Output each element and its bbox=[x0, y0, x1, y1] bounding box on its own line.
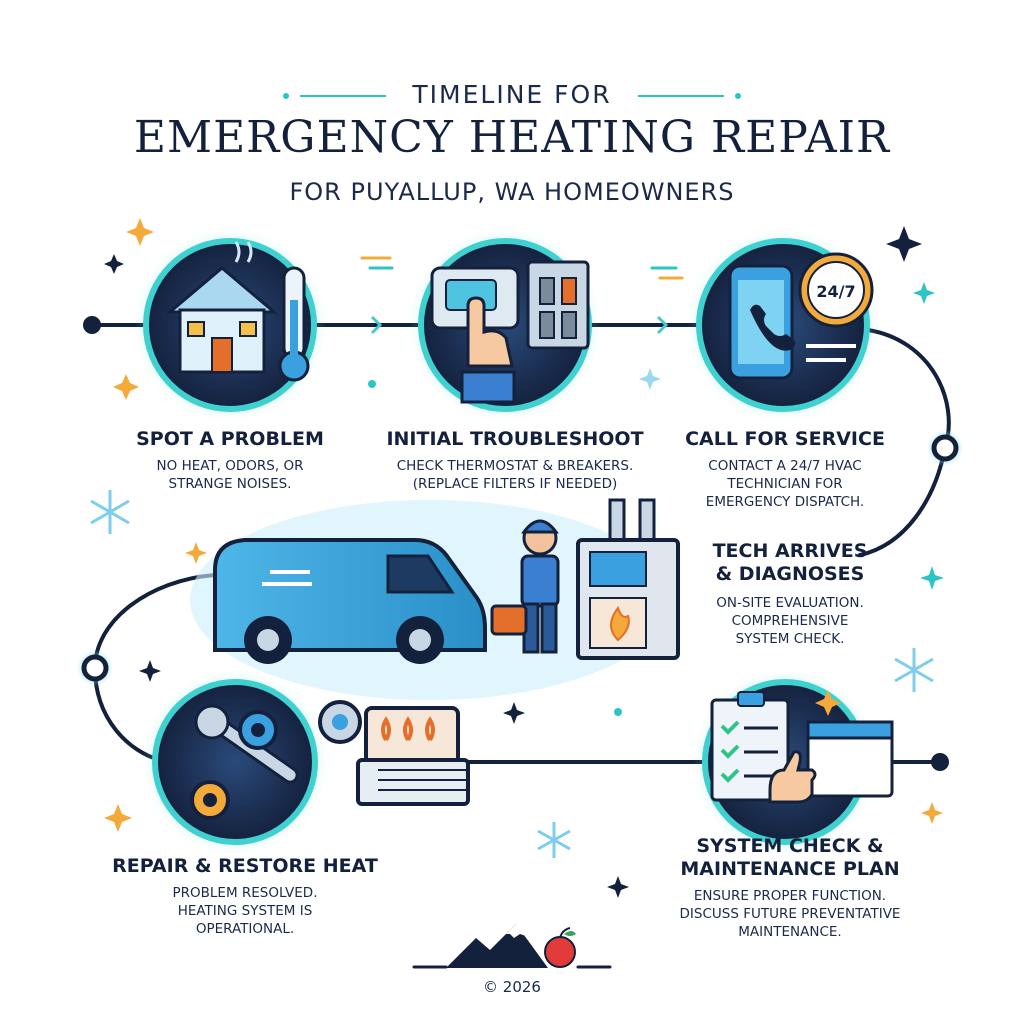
step-description: CONTACT A 24/7 HVAC TECHNICIAN FOR EMERG… bbox=[680, 457, 890, 512]
sparkle-icon bbox=[913, 282, 935, 304]
step-description: ENSURE PROPER FUNCTION. DISCUSS FUTURE P… bbox=[640, 887, 940, 942]
step-description-line: STRANGE NOISES. bbox=[168, 476, 292, 493]
step-6: SYSTEM CHECK & MAINTENANCE PLAN ENSURE P… bbox=[640, 835, 940, 941]
sparkle-icon bbox=[639, 368, 661, 390]
step-title: CALL FOR SERVICE bbox=[685, 428, 885, 450]
step-description-line: HEATING SYSTEM IS bbox=[177, 903, 313, 920]
step-title-line: & DIAGNOSES bbox=[715, 562, 865, 585]
step-title: SPOT A PROBLEM bbox=[136, 428, 324, 450]
header-accents bbox=[283, 93, 741, 99]
decorative-sparkles bbox=[104, 218, 944, 898]
sparkle-icon bbox=[113, 374, 139, 400]
snowflake-icon bbox=[90, 490, 130, 534]
step-description-line: MAINTENANCE. bbox=[738, 924, 842, 941]
decorative-dashes bbox=[360, 256, 684, 969]
wrench-gears-heater-icon bbox=[190, 700, 470, 820]
badge-24-7: 24/7 bbox=[816, 282, 855, 301]
step-description-line: SYSTEM CHECK. bbox=[735, 631, 845, 648]
step-title-line: TECH ARRIVES bbox=[712, 540, 868, 562]
page-subtitle: FOR PUYALLUP, WA HOMEOWNERS bbox=[289, 178, 735, 206]
phone-24-7-icon: 24/7 bbox=[728, 252, 874, 380]
timeline-nodes bbox=[77, 316, 963, 771]
step-description: ON-SITE EVALUATION. COMPREHENSIVE SYSTEM… bbox=[690, 594, 890, 649]
sparkle-icon bbox=[815, 690, 841, 716]
sparkle-icon bbox=[104, 804, 132, 832]
step-description-line: DISCUSS FUTURE PREVENTATIVE bbox=[679, 905, 901, 922]
thermostat-breaker-icon bbox=[430, 260, 590, 404]
step-description-line: ON-SITE EVALUATION. bbox=[716, 594, 864, 611]
step-description-line: OPERATIONAL. bbox=[195, 921, 295, 938]
timeline-node bbox=[81, 654, 109, 682]
sparkle-icon bbox=[920, 566, 944, 590]
step-description-line: EMERGENCY DISPATCH. bbox=[705, 494, 865, 511]
frozen-house-thermometer-icon bbox=[165, 241, 310, 382]
sparkle-icon bbox=[126, 218, 154, 246]
step-description-line: TECHNICIAN FOR bbox=[727, 476, 843, 493]
step-title: SYSTEM CHECK & MAINTENANCE PLAN bbox=[640, 835, 940, 881]
mountain-apple-icon bbox=[446, 924, 576, 968]
sparkle-icon bbox=[185, 542, 207, 564]
header-kicker: TIMELINE FOR bbox=[412, 80, 612, 109]
sparkle-icon bbox=[139, 660, 161, 682]
step-5: REPAIR & RESTORE HEAT PROBLEM RESOLVED. … bbox=[100, 855, 390, 938]
checklist-calendar-icon bbox=[710, 691, 894, 804]
step-description-line: PROBLEM RESOLVED. bbox=[172, 884, 318, 901]
step-description-line: (REPLACE FILTERS IF NEEDED) bbox=[412, 476, 618, 493]
snowflake-icons bbox=[90, 490, 934, 858]
sparkle-icon bbox=[921, 802, 943, 824]
copyright: © 2026 bbox=[483, 978, 541, 996]
step-title: TECH ARRIVES & DIAGNOSES bbox=[690, 540, 890, 586]
sparkle-icon bbox=[607, 876, 629, 898]
snowflake-icon bbox=[537, 822, 571, 858]
timeline-node bbox=[83, 316, 101, 334]
step-description: PROBLEM RESOLVED. HEATING SYSTEM IS OPER… bbox=[100, 884, 390, 939]
step-title-line: SYSTEM CHECK & bbox=[696, 835, 884, 857]
step-description-line: ENSURE PROPER FUNCTION. bbox=[693, 887, 887, 904]
step-3: CALL FOR SERVICE CONTACT A 24/7 HVAC TEC… bbox=[680, 428, 890, 511]
step-title: INITIAL TROUBLESHOOT bbox=[386, 428, 644, 450]
page-title: EMERGENCY HEATING REPAIR bbox=[133, 112, 891, 163]
sparkle-icon bbox=[503, 702, 525, 724]
timeline-node bbox=[931, 753, 949, 771]
van-technician-furnace-icon bbox=[190, 498, 680, 700]
step-description-line: NO HEAT, ODORS, OR bbox=[156, 457, 304, 474]
step-title-line: MAINTENANCE PLAN bbox=[680, 857, 900, 880]
step-description-line: CONTACT A 24/7 HVAC bbox=[708, 457, 862, 474]
chevron-arrows bbox=[370, 315, 669, 335]
sparkle-icon bbox=[104, 254, 124, 274]
step-2: INITIAL TROUBLESHOOT CHECK THERMOSTAT & … bbox=[370, 428, 660, 493]
step-description-line: CHECK THERMOSTAT & BREAKERS. bbox=[396, 457, 634, 474]
step-description: CHECK THERMOSTAT & BREAKERS. (REPLACE FI… bbox=[370, 457, 660, 493]
step-1: SPOT A PROBLEM NO HEAT, ODORS, OR STRANG… bbox=[130, 428, 330, 493]
snowflake-icon bbox=[894, 648, 934, 692]
timeline-node bbox=[931, 434, 959, 462]
step-title: REPAIR & RESTORE HEAT bbox=[112, 855, 378, 877]
step-circle-5 bbox=[143, 670, 327, 854]
sparkle-icon bbox=[886, 226, 922, 262]
step-4: TECH ARRIVES & DIAGNOSES ON-SITE EVALUAT… bbox=[690, 540, 890, 648]
step-description: NO HEAT, ODORS, OR STRANGE NOISES. bbox=[130, 457, 330, 493]
step-description-line: COMPREHENSIVE bbox=[731, 612, 849, 629]
